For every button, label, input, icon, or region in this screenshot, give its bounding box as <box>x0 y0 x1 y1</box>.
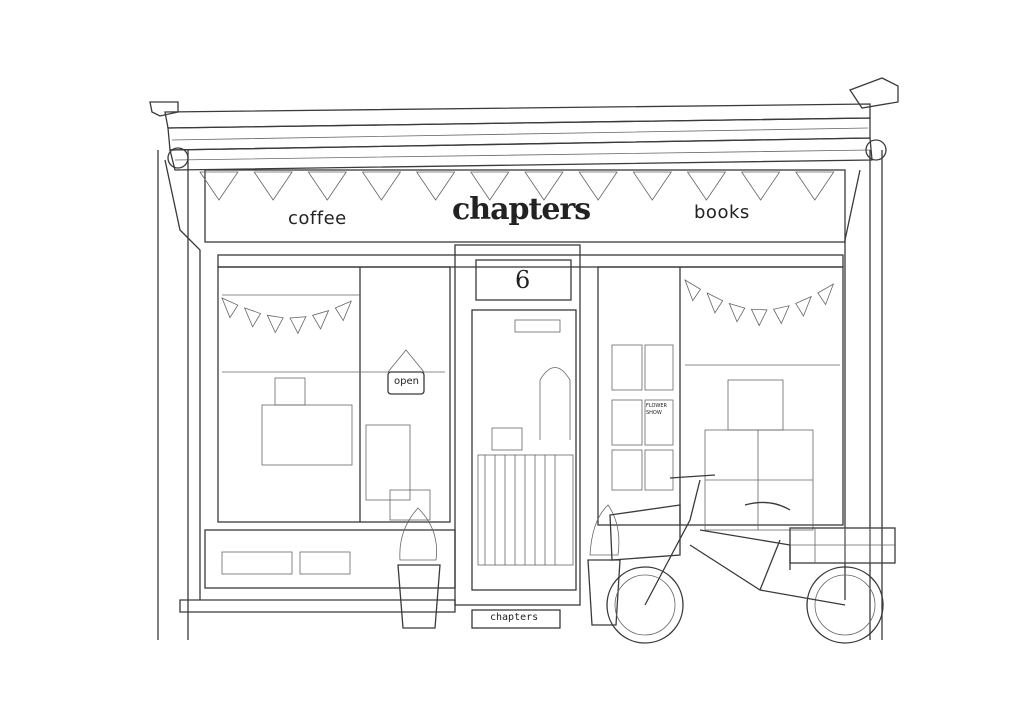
sign-coffee: coffee <box>288 208 347 229</box>
bunting-flag <box>289 316 307 335</box>
cargo-bicycle[interactable] <box>606 474 896 644</box>
doormat <box>471 609 561 629</box>
bunting-flag <box>221 297 239 319</box>
bunting-flag <box>686 171 727 201</box>
bunting-flag <box>361 171 402 201</box>
left-window <box>217 266 451 523</box>
bunting-flag <box>578 171 618 201</box>
bunting-flag <box>253 171 293 201</box>
sign-books: books <box>694 202 750 223</box>
door-number: 6 <box>515 266 531 294</box>
bunting-flag <box>750 308 768 327</box>
bunting <box>199 171 835 335</box>
cornice <box>149 77 899 171</box>
bunting-flag <box>266 314 284 334</box>
doormat-text: chapters <box>490 612 539 623</box>
bunting-flag <box>415 171 456 201</box>
bunting-flag <box>307 171 348 201</box>
bunting-flag <box>795 171 835 201</box>
open-sign-text: open <box>394 376 419 387</box>
bunting-flag <box>199 171 239 201</box>
bunting-flag <box>706 292 724 314</box>
shop-door[interactable] <box>454 244 581 606</box>
bunting-flag <box>524 171 564 201</box>
bunting-flag <box>243 307 262 328</box>
bunting-flag <box>740 171 781 201</box>
bunting-flag <box>772 305 790 325</box>
bunting-flag <box>334 300 352 322</box>
bunting-flag <box>817 283 835 306</box>
bunting-flag <box>312 309 330 330</box>
bunting-flag <box>684 279 702 302</box>
bunting-flag <box>632 171 673 201</box>
bunting-flag <box>470 171 510 201</box>
sign-brand: chapters <box>452 192 591 227</box>
stall-riser <box>179 529 456 613</box>
fascia-sign <box>204 169 846 243</box>
right-window <box>597 266 844 531</box>
bunting-flag <box>795 295 812 317</box>
open-sign <box>387 371 425 395</box>
poster-title: FLOWER SHOW <box>646 403 667 416</box>
bunting-flag <box>728 302 746 323</box>
potted-plant <box>397 504 621 629</box>
lattice-strip <box>217 254 844 268</box>
